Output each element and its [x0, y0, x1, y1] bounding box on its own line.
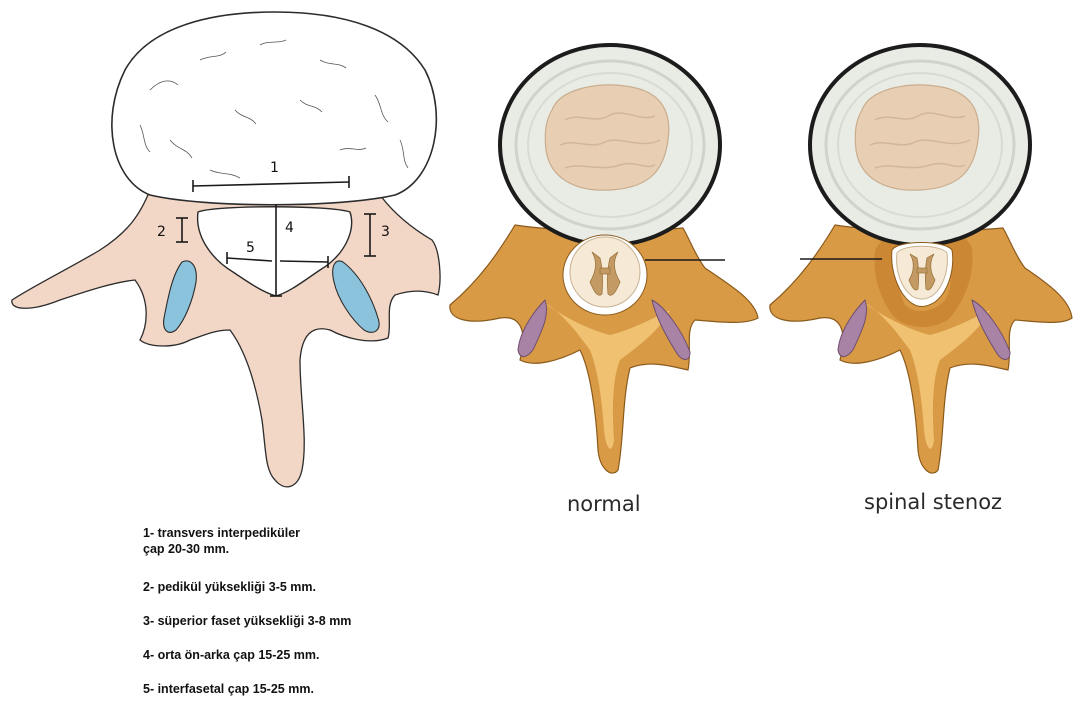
stenosis-nucleus: [855, 85, 978, 190]
measure-label-2: 2: [157, 224, 166, 240]
normal-vertebra-illustration: [450, 45, 758, 473]
legend-item-3: 3- süperior faset yüksekliği 3-8 mm: [143, 613, 351, 629]
caption-spinal-stenosis: spinal stenoz: [864, 490, 1002, 514]
measure-label-4: 4: [285, 220, 294, 236]
measure-label-3: 3: [381, 224, 390, 240]
normal-nucleus: [545, 85, 668, 190]
legend-item-5: 5- interfasetal çap 15-25 mm.: [143, 681, 351, 697]
vertebra-measurement-figure: 1 2 3 4 5: [12, 12, 440, 487]
measure-label-5: 5: [246, 240, 255, 256]
stenosis-vertebra-illustration: [770, 45, 1072, 473]
caption-normal: normal: [567, 492, 641, 516]
legend-item-2: 2- pedikül yüksekliği 3-5 mm.: [143, 579, 351, 595]
legend-item-4: 4- orta ön-arka çap 15-25 mm.: [143, 647, 351, 663]
legend-item-1: 1- transvers interpediküler çap 20-30 mm…: [143, 525, 351, 557]
measurement-legend: 1- transvers interpediküler çap 20-30 mm…: [143, 525, 351, 697]
measure-label-1: 1: [270, 160, 279, 176]
